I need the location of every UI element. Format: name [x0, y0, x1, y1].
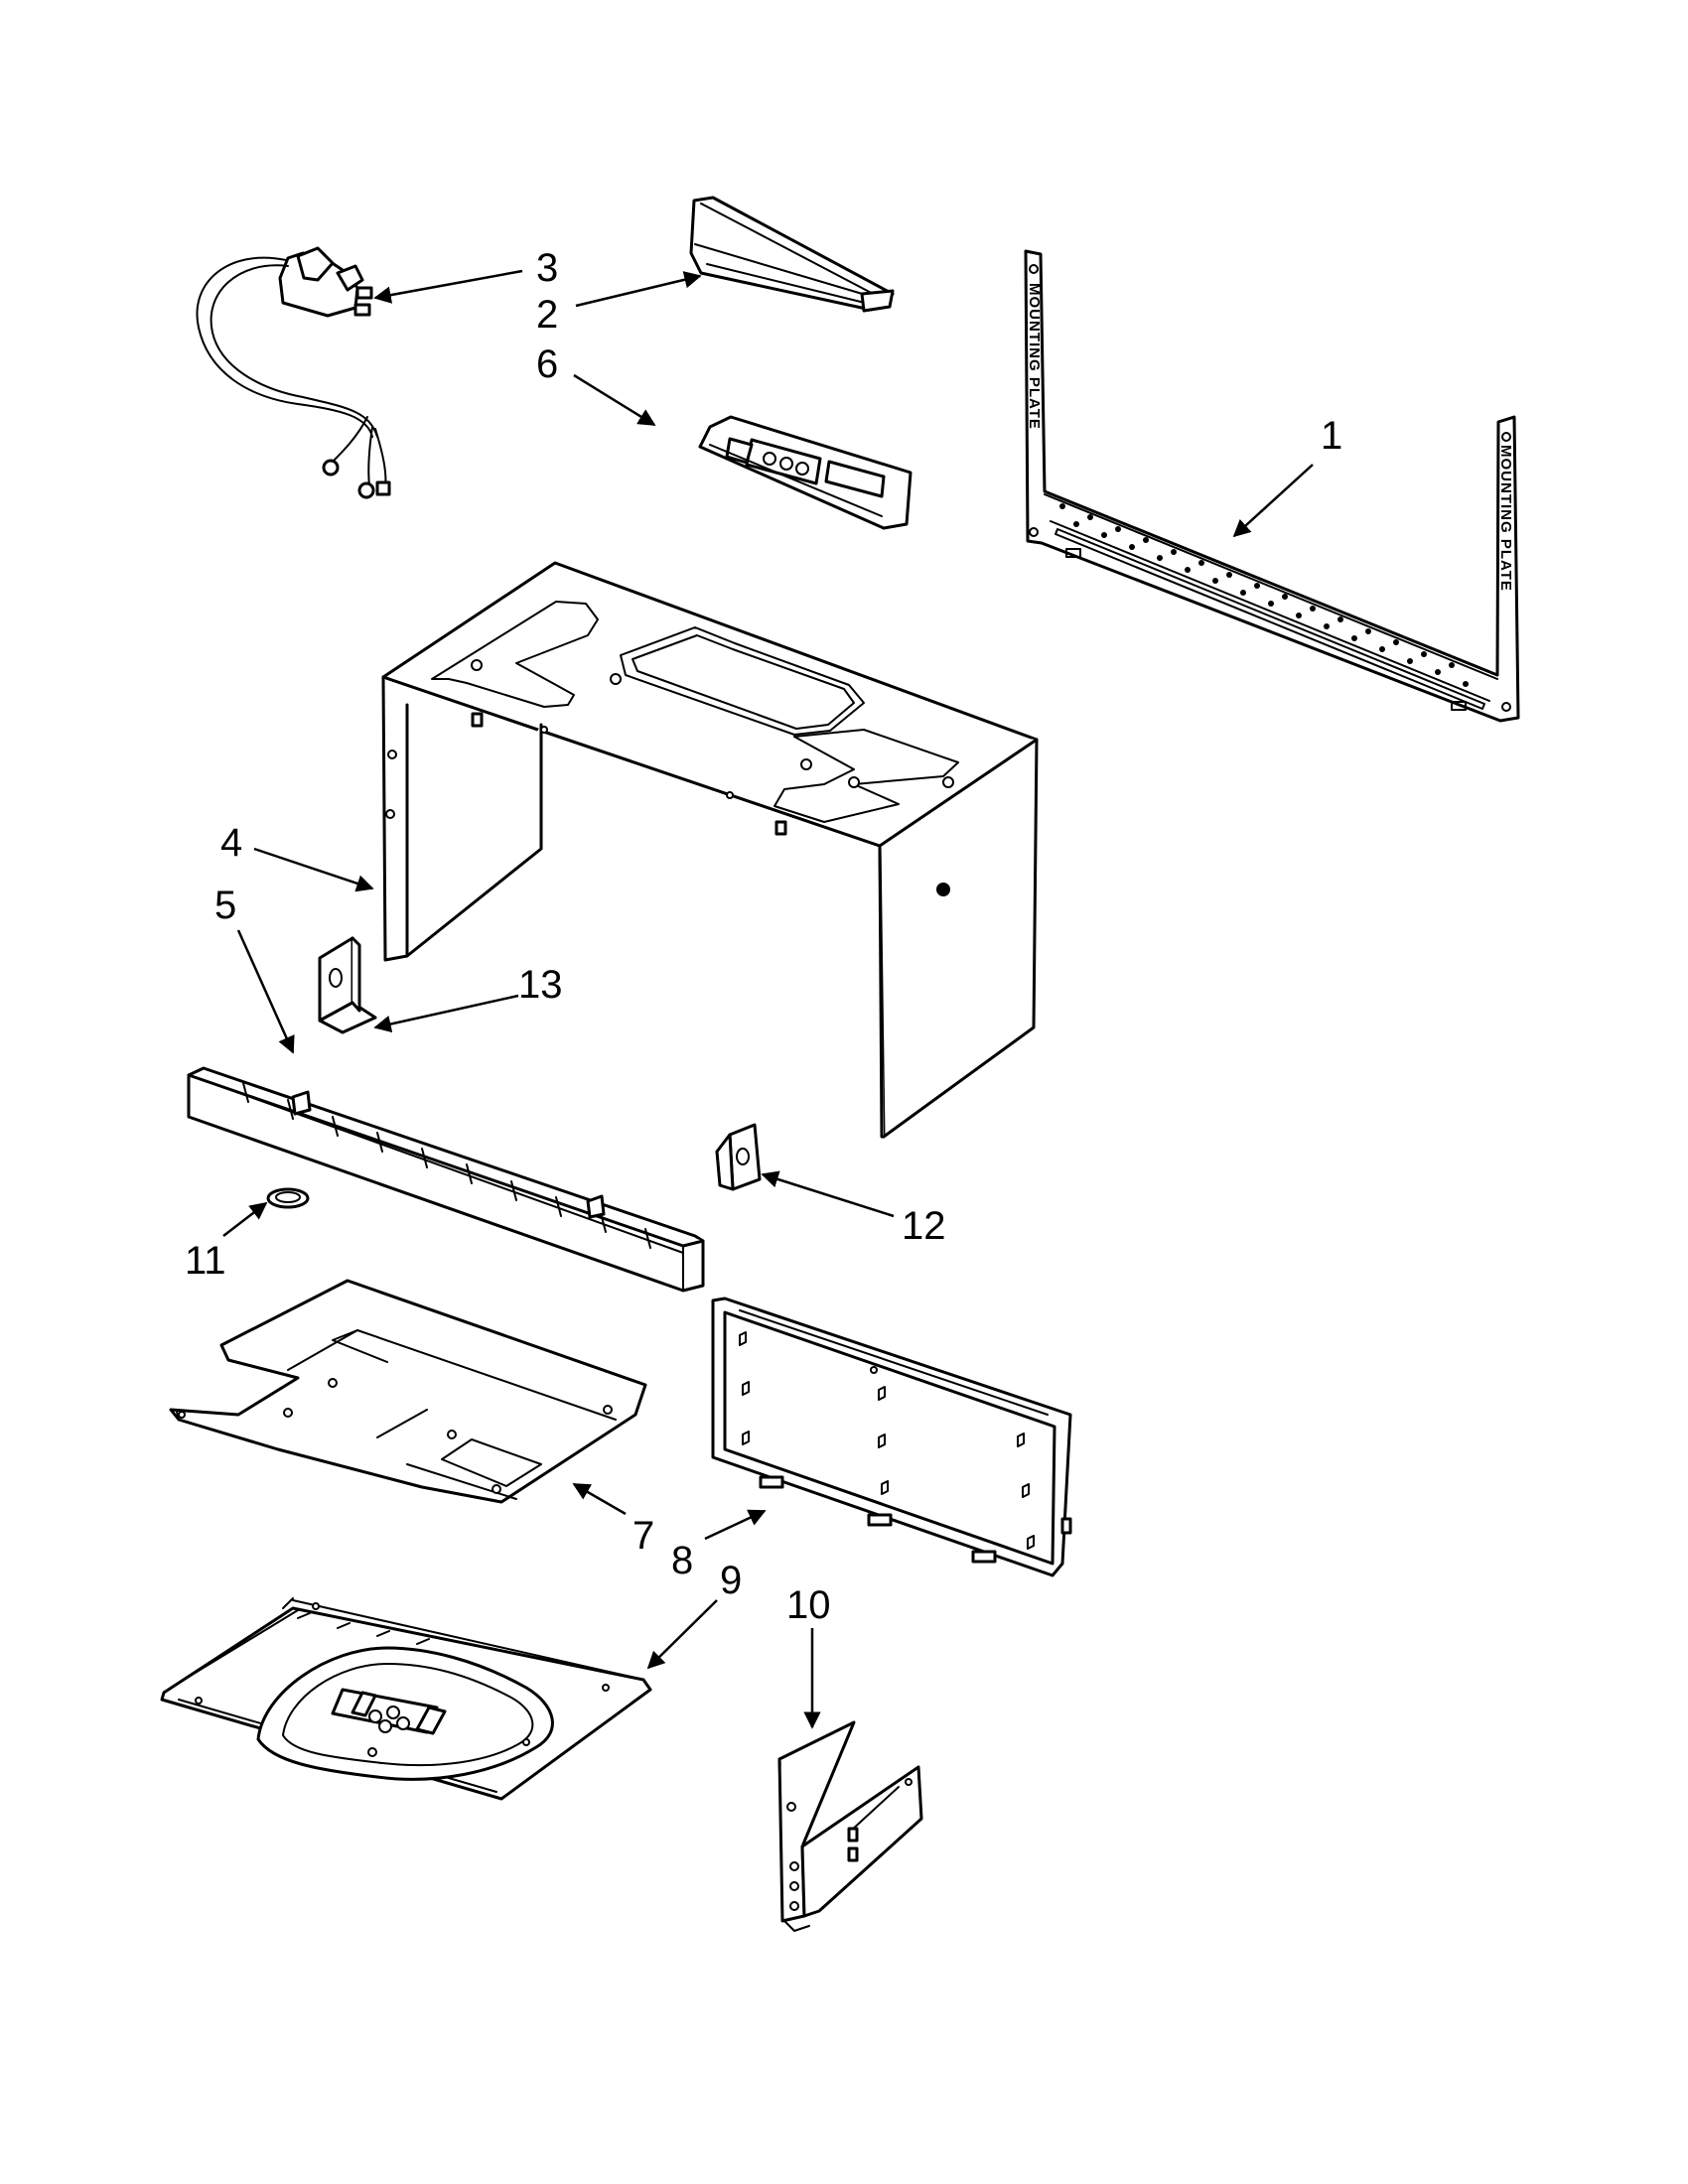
- leader-1: [1232, 464, 1314, 538]
- corner-bracket-part[interactable]: [777, 1720, 923, 1932]
- callout-label-8: 8: [671, 1539, 693, 1582]
- leader-6: [573, 373, 656, 427]
- callout-label-13: 13: [518, 963, 563, 1007]
- callout-label-3: 3: [536, 246, 558, 290]
- mounting-plate-stencil-right: MOUNTING PLATE: [1497, 445, 1514, 592]
- leader-5: [236, 929, 295, 1054]
- callout-label-6: 6: [536, 342, 558, 386]
- leader-13: [373, 994, 519, 1033]
- callout-labels: 1 2 3 4 5 6 7 8 9 10 11 12 13: [185, 246, 1342, 1627]
- vent-grille-part[interactable]: [187, 1066, 705, 1293]
- callout-label-1: 1: [1321, 414, 1342, 458]
- callout-label-10: 10: [786, 1583, 831, 1627]
- callout-label-5: 5: [214, 884, 236, 927]
- leader-11: [222, 1201, 268, 1237]
- callout-label-12: 12: [902, 1204, 946, 1248]
- leader-4: [253, 847, 374, 892]
- callout-label-7: 7: [633, 1514, 654, 1558]
- leader-8: [704, 1509, 767, 1541]
- mounting-plate-stencil-left: MOUNTING PLATE: [1026, 283, 1043, 430]
- callout-label-11: 11: [185, 1239, 226, 1283]
- right-bracket-part[interactable]: [715, 1123, 762, 1191]
- leader-2: [575, 271, 702, 308]
- leader-9: [646, 1599, 718, 1670]
- small-grille-part[interactable]: [266, 1187, 310, 1209]
- callout-label-2: 2: [536, 293, 558, 337]
- leader-12: [761, 1170, 895, 1218]
- control-bracket-part[interactable]: [689, 196, 895, 313]
- leader-7: [572, 1482, 627, 1516]
- left-bracket-part[interactable]: [318, 936, 377, 1034]
- power-cord-part[interactable]: [196, 246, 391, 499]
- callout-label-9: 9: [720, 1559, 742, 1602]
- bottom-plate-part[interactable]: [169, 1279, 647, 1504]
- leader-lines: [222, 269, 1314, 1729]
- side-frame-part[interactable]: [711, 1297, 1072, 1577]
- control-plate-part[interactable]: [698, 415, 913, 530]
- leader-3: [373, 269, 523, 304]
- mounting-plate-part[interactable]: MOUNTING PLATE MOUNTING PLATE: [1024, 249, 1520, 723]
- cabinet-wrapper-part[interactable]: [381, 561, 1039, 1139]
- base-plate-part[interactable]: [160, 1597, 652, 1801]
- callout-label-4: 4: [220, 821, 242, 865]
